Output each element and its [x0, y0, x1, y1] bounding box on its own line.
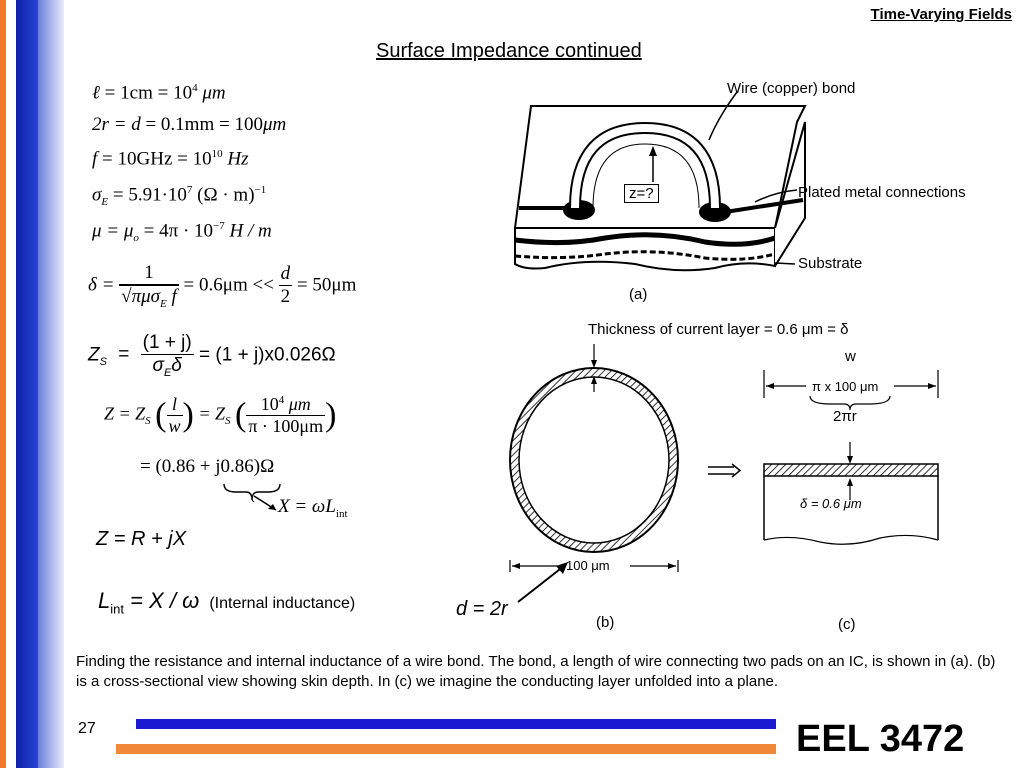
skin-depth-equation: δ = 1 √πμσE f = 0.6μm << d 2 = 50μm — [88, 262, 357, 310]
plated-label: Plated metal connections — [798, 184, 966, 201]
brace-icon — [223, 483, 281, 503]
caption-c: (c) — [838, 616, 856, 633]
length-equation: ℓ = 1cm = 104 μm — [92, 82, 226, 104]
z-question-box: z=? — [624, 184, 659, 203]
cross-section-figure — [509, 344, 679, 572]
radius-equation: 2r = d = 0.1mm = 100μm — [92, 114, 287, 135]
thickness-label: Thickness of current layer = 0.6 μm = δ — [588, 321, 849, 338]
width-expression: π x 100 μm — [812, 379, 879, 394]
z-r-jx-equation: Z = R + jX — [96, 528, 187, 550]
two-pi-r-label: 2πr — [833, 408, 857, 425]
unfolded-plane-figure — [763, 442, 939, 545]
wire-bond-figure — [513, 91, 807, 272]
frequency-equation: f = 10GHz = 1010 Hz — [92, 148, 249, 170]
slide-title: Surface Impedance continued — [376, 40, 642, 62]
internal-inductance-equation: Lint = X / ω (Internal inductance) — [98, 588, 356, 617]
w-label: w — [845, 348, 856, 365]
caption-b: (b) — [596, 614, 615, 631]
conductivity-equation: σE = 5.91·107 (Ω · m)−1 — [92, 184, 267, 209]
arrow-icon — [253, 495, 277, 511]
width-dimension — [763, 370, 939, 411]
diameter-equation: d = 2r — [456, 598, 508, 620]
left-decorative-bar — [0, 0, 64, 768]
arrow-icon — [517, 562, 568, 603]
course-code: EEL 3472 — [796, 718, 965, 760]
footer-blue-line — [136, 719, 776, 729]
delta-small-label: δ = 0.6 μm — [800, 496, 862, 511]
footer-orange-line — [116, 744, 776, 754]
surface-impedance-equation: ZS = (1 + j) σEδ = (1 + j)x0.026Ω — [88, 332, 336, 379]
permeability-equation: μ = μo = 4π · 10−7 H / m — [92, 220, 272, 245]
diameter-label: 100 μm — [566, 558, 610, 573]
wire-label: Wire (copper) bond — [727, 80, 856, 97]
course-header: Time-Varying Fields — [870, 6, 1012, 23]
unfold-arrow-icon — [708, 463, 742, 478]
impedance-value-equation: = (0.86 + j0.86)Ω — [140, 456, 275, 477]
substrate-label: Substrate — [798, 255, 863, 272]
caption-a: (a) — [629, 286, 648, 303]
page-number: 27 — [78, 720, 96, 737]
reactance-definition: X = ωLint — [278, 496, 348, 520]
description-paragraph: Finding the resistance and internal indu… — [76, 653, 996, 690]
